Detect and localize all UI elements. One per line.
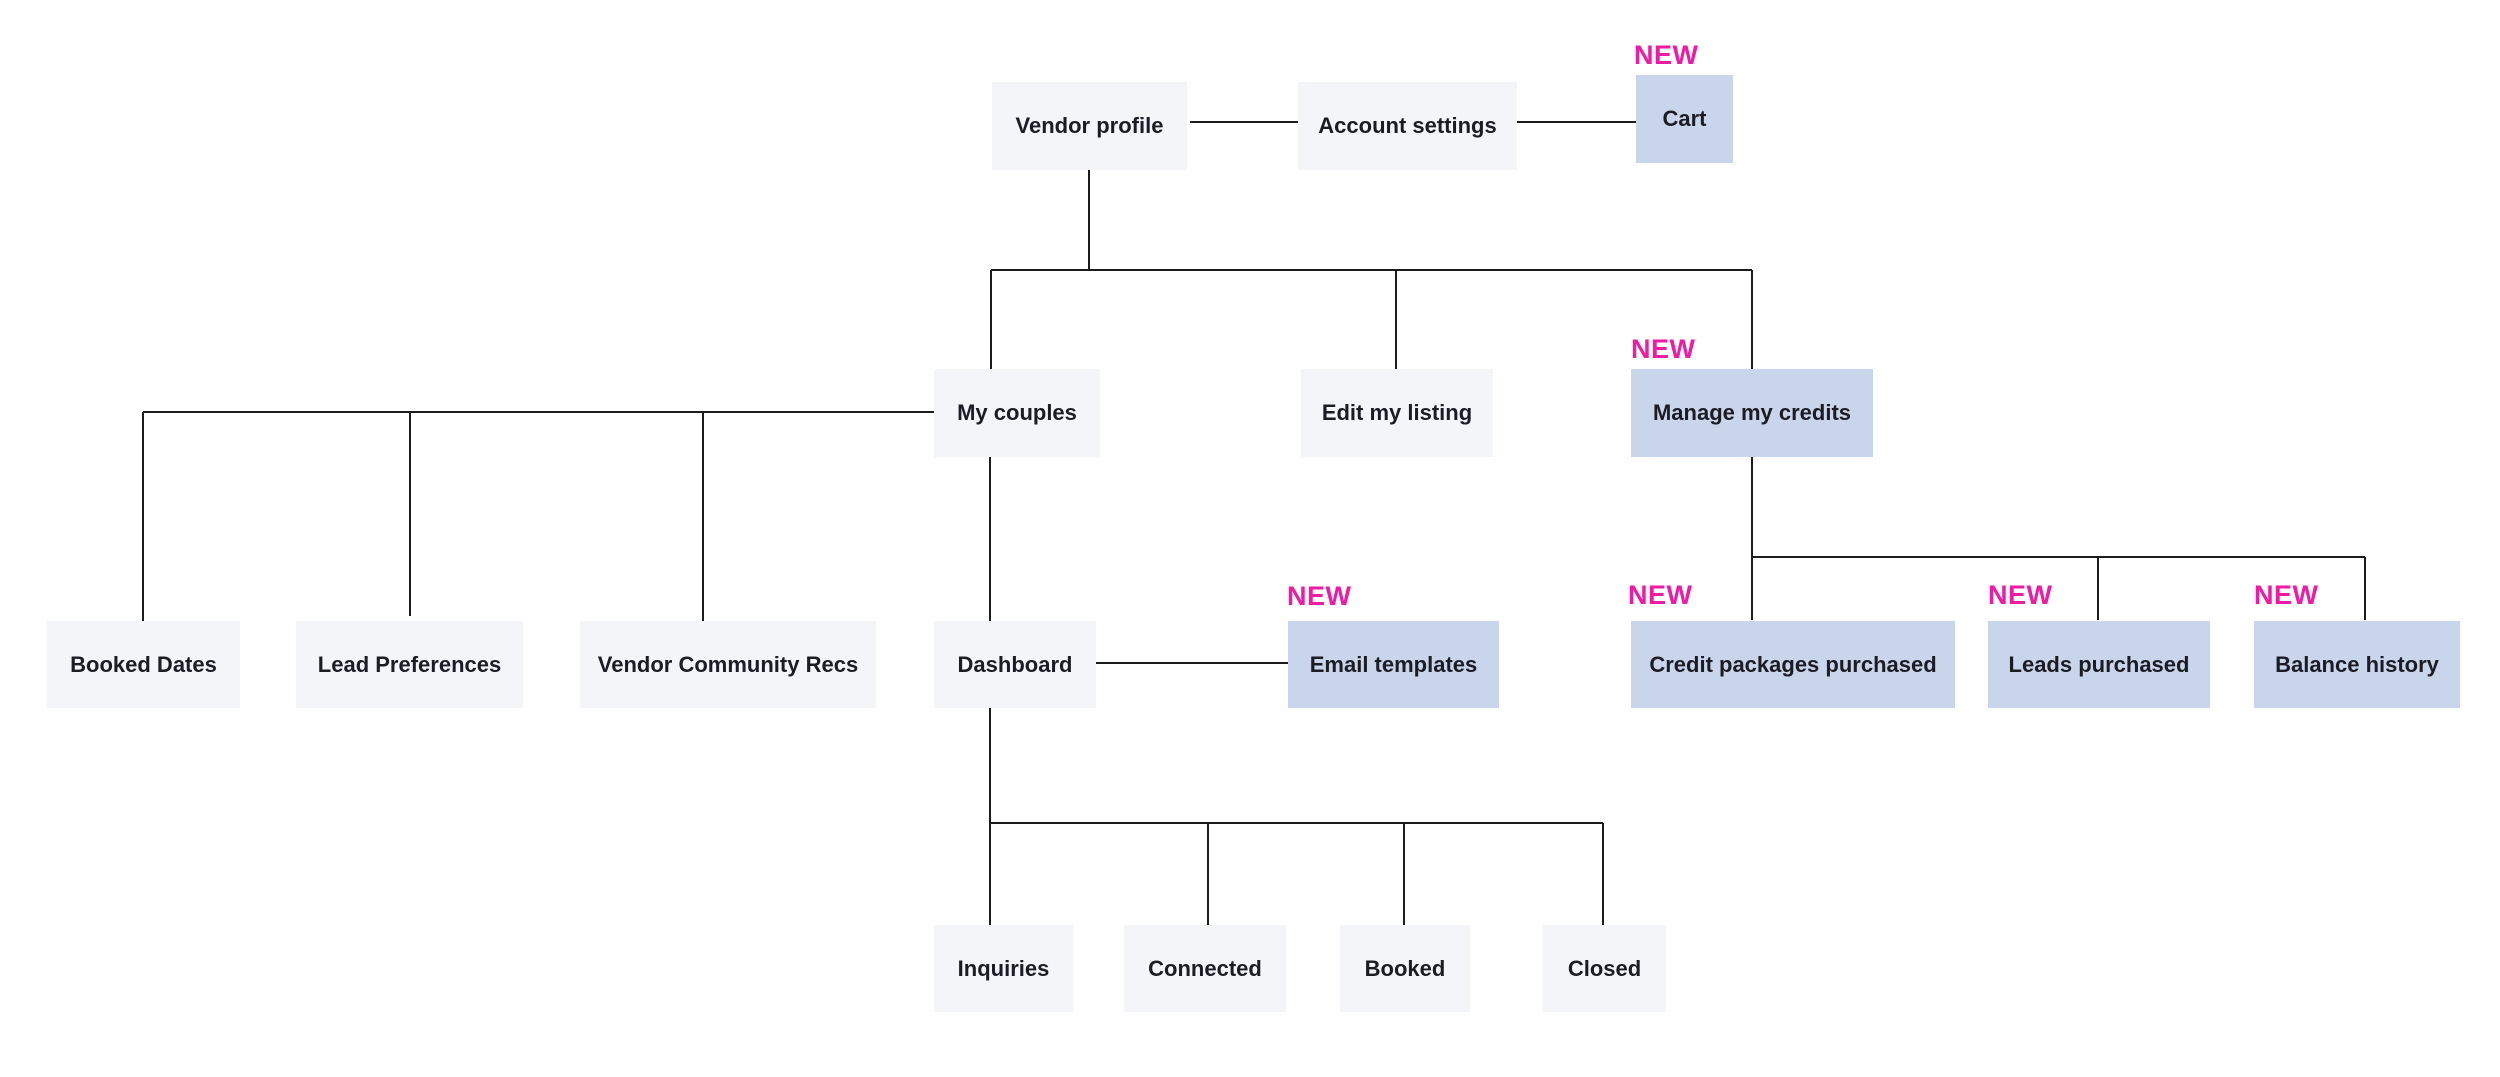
node-cart[interactable]: Cart [1636, 75, 1733, 163]
node-leads-purchased[interactable]: Leads purchased [1988, 621, 2210, 708]
new-badge-balance-history: NEW [2254, 580, 2319, 610]
node-lead-preferences[interactable]: Lead Preferences [296, 621, 523, 708]
node-credit-packages-purchased[interactable]: Credit packages purchased [1631, 621, 1955, 708]
new-badge-leads-purchased: NEW [1988, 580, 2053, 610]
new-badge-email-templates: NEW [1287, 581, 1352, 611]
node-connected[interactable]: Connected [1124, 925, 1286, 1012]
node-inquiries[interactable]: Inquiries [934, 925, 1073, 1012]
new-badge-manage-credits: NEW [1631, 334, 1696, 364]
node-closed[interactable]: Closed [1543, 925, 1666, 1012]
node-vendor-community-recs[interactable]: Vendor Community Recs [580, 621, 876, 708]
node-booked-dates[interactable]: Booked Dates [47, 621, 240, 708]
node-account-settings[interactable]: Account settings [1298, 82, 1517, 170]
node-my-couples[interactable]: My couples [934, 369, 1100, 457]
new-badge-credit-packages: NEW [1628, 580, 1693, 610]
node-manage-my-credits[interactable]: Manage my credits [1631, 369, 1873, 457]
node-balance-history[interactable]: Balance history [2254, 621, 2460, 708]
node-edit-my-listing[interactable]: Edit my listing [1301, 369, 1493, 457]
node-email-templates[interactable]: Email templates [1288, 621, 1499, 708]
new-badge-cart: NEW [1634, 40, 1699, 70]
node-booked[interactable]: Booked [1340, 925, 1470, 1012]
node-dashboard[interactable]: Dashboard [934, 621, 1096, 708]
node-vendor-profile[interactable]: Vendor profile [992, 82, 1187, 170]
